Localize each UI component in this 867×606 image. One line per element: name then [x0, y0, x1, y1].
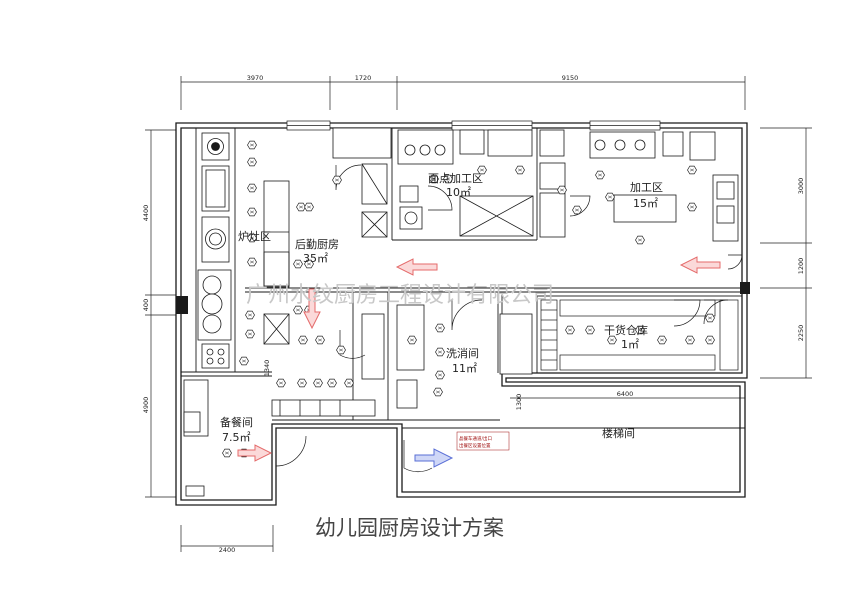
dim-inner-1: 1340: [263, 360, 271, 377]
dim-top-2: 1720: [355, 74, 372, 82]
pastry-equipment: [397, 129, 534, 237]
dim-right-3: 2250: [797, 325, 805, 342]
dim-left-3: 4900: [142, 397, 150, 414]
processing-equipment: [539, 129, 739, 242]
room-pastry: 面点加工区: [428, 172, 483, 185]
dimension-top: [180, 76, 746, 110]
flow-arrow-icon: [237, 256, 721, 468]
plan-title: 幼儿园厨房设计方案: [315, 516, 504, 540]
dim-left-2: 400: [142, 299, 150, 311]
room-serving: 备餐间: [220, 415, 253, 429]
top-windows: [286, 120, 661, 131]
room-processing: 加工区: [630, 181, 663, 194]
exit-note-line-1: 晶餐车通道/出口: [459, 435, 492, 442]
stove-line: [197, 132, 232, 369]
dim-bottom-2: 6400: [617, 390, 634, 398]
dry-storage-shelves: [540, 299, 739, 371]
upper-shelving: [332, 127, 392, 238]
serving-counter: [183, 379, 209, 497]
company-watermark: 广州水纹厨房工程设计有限公司: [246, 283, 554, 308]
dim-top-3: 9150: [562, 74, 579, 82]
exit-note-line-2: 出餐区设置位置: [459, 442, 491, 449]
room-pastry-area: 10㎡: [446, 186, 471, 199]
dimension-left: [145, 129, 176, 498]
dim-left-1: 4400: [142, 205, 150, 222]
room-dry-storage: 干货仓库: [604, 323, 648, 337]
room-stove-zone: 炉灶区: [238, 230, 271, 243]
room-serving-area: 7.5㎡: [222, 431, 251, 444]
door-swings: [275, 164, 743, 473]
interior-walls: [181, 128, 745, 429]
dimension-bottom: [180, 397, 745, 552]
room-back-kitchen: 后勤厨房: [295, 238, 339, 251]
room-processing-area: 15㎡: [633, 197, 658, 210]
prep-tables: [263, 180, 290, 345]
room-back-kitchen-area: 35㎡: [303, 252, 328, 265]
room-stairwell: 楼梯间: [602, 426, 635, 440]
dim-top-1: 3970: [247, 74, 264, 82]
room-dishwash: 洗消间: [446, 346, 479, 360]
room-dishwash-area: 11㎡: [452, 362, 477, 375]
room-dry-storage-area: 1㎡: [621, 338, 639, 351]
dim-inner-2: 1300: [515, 394, 523, 411]
dim-bottom-1: 2400: [219, 546, 236, 554]
exit-note-box: [456, 431, 510, 451]
dim-right-2: 1200: [797, 258, 805, 275]
structural-columns: [176, 282, 750, 314]
dimension-right: [760, 127, 812, 379]
dim-right-1: 3000: [797, 178, 805, 195]
